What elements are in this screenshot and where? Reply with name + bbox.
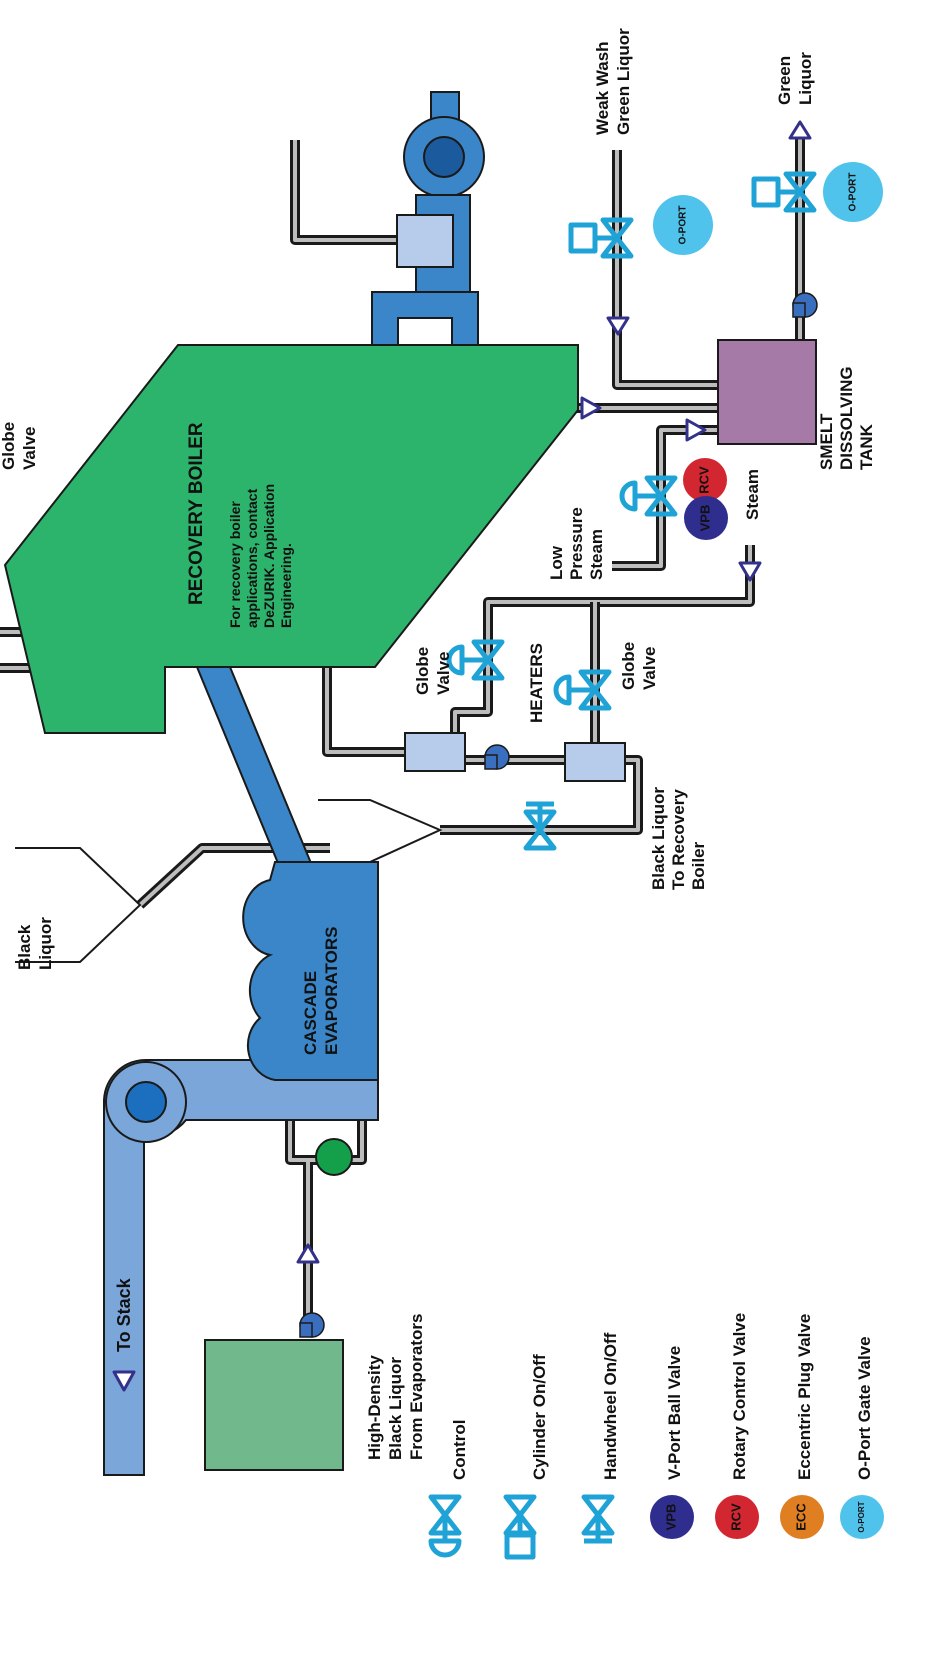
control-valve-icon [431,1497,459,1555]
handwheel-valve-icon [584,1497,612,1541]
legend-label: O-Port Gate Valve [855,1336,874,1480]
heater-1 [404,732,466,772]
process-badges: O-PORT O-PORT RCV VPB [653,162,883,540]
induced-draft-fan [371,91,485,347]
cascade-evaporators [242,861,379,1081]
oport-badge: O-PORT [848,173,859,212]
label-low-pressure-steam: LowPressureSteam [547,507,606,580]
label-to-stack: To Stack [114,1277,134,1352]
legend-label: Cylinder On/Off [530,1354,549,1480]
label-recovery-boiler-note: For recovery boilerapplications, contact… [227,484,294,628]
label-black-liquor-to-boiler: Black LiquorTo RecoveryBoiler [649,787,708,890]
rcv-badge-icon: RCV [728,1503,743,1531]
vpb-badge: VPB [697,505,712,532]
label-smelt-tank: SMELTDISSOLVINGTANK [817,366,876,470]
legend-label: V-Port Ball Valve [665,1346,684,1480]
evaporator-duct [195,666,315,869]
high-density-tank [204,1339,344,1471]
label-recovery-boiler-title: RECOVERY BOILER [186,422,207,605]
pump-icon [299,1312,325,1338]
legend-label: Eccentric Plug Valve [795,1314,814,1480]
ecc-badge-icon: ECC [793,1503,808,1531]
pump-icon [792,292,818,318]
oport-badge-icon: O-PORT [857,1501,866,1532]
heater-2 [564,742,626,782]
control-valve-icon [622,478,675,514]
flow-arrows [112,120,812,1392]
recovery-boiler [3,344,579,734]
label-heaters: HEATERS [527,643,546,723]
smelt-dissolving-tank [717,339,817,445]
legend: VPB RCV ECC O-PORT Control Cylinder On/O… [431,1313,884,1557]
rcv-badge: RCV [696,466,711,494]
oport-badge: O-PORT [678,206,689,245]
legend-label: Control [450,1420,469,1480]
cylinder-valve-icon [506,1497,534,1557]
vpb-badge-icon: VPB [663,1504,678,1531]
legend-label: Rotary Control Valve [730,1313,749,1480]
label-steam: Steam [743,469,762,520]
control-valve-icon [556,672,609,708]
green-pump [315,1138,353,1176]
pump-icon [484,744,510,770]
legend-label: Handwheel On/Off [601,1332,620,1480]
control-valve-icon [449,642,502,678]
